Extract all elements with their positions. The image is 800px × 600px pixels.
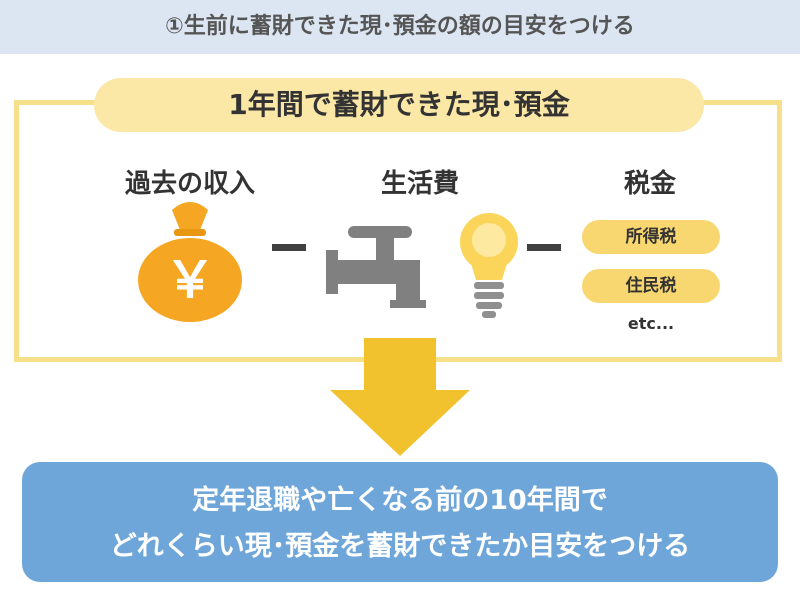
page-title: ①生前に蓄財できた現･預金の額の目安をつける [165, 14, 635, 39]
minus-sign-2 [527, 244, 561, 251]
minus-sign-1 [272, 244, 306, 251]
money-bag-icon: ￥ [138, 202, 242, 322]
tax-item-income-tax: 所得税 [582, 220, 720, 254]
tax-item-resident-tax: 住民税 [582, 269, 720, 303]
header-bar [0, 0, 800, 54]
living-cost-label: 生活費 [380, 169, 459, 199]
result-line-1: 定年退職や亡くなる前の10年間で [192, 485, 608, 516]
down-arrow-icon [330, 338, 470, 456]
frame-title: 1年間で蓄財できた現･預金 [94, 78, 704, 132]
tax-label: 税金 [623, 169, 676, 199]
yen-symbol: ￥ [165, 251, 215, 309]
light-bulb-icon [460, 213, 518, 318]
result-line-2: どれくらい現･預金を蓄財できたか目安をつける [109, 531, 691, 562]
result-box [22, 462, 778, 582]
faucet-icon [326, 226, 426, 308]
tax-etc: etc... [627, 314, 675, 333]
income-label: 過去の収入 [124, 169, 255, 199]
